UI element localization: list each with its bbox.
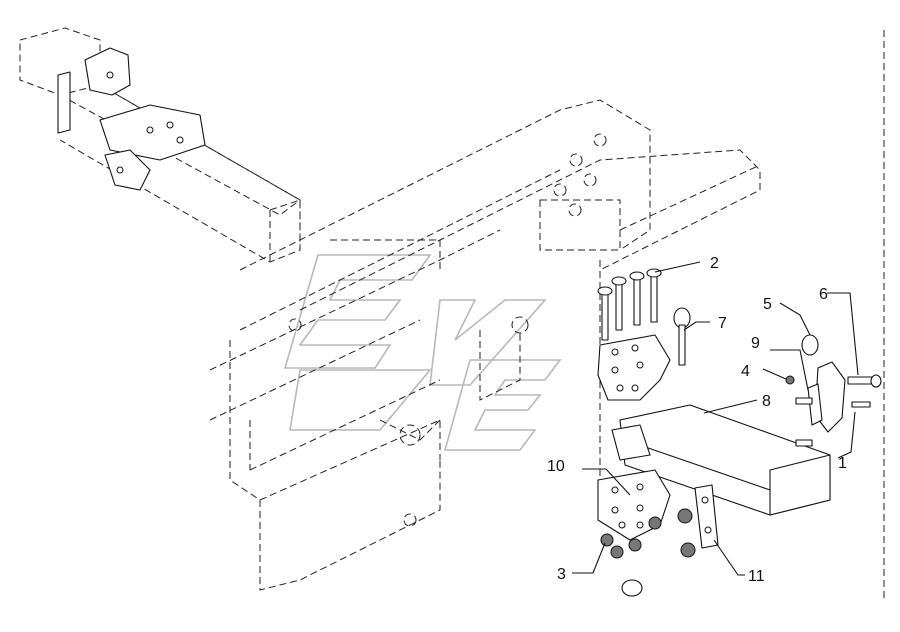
hitch-coupler-parts xyxy=(785,334,882,447)
part-7-pin xyxy=(673,307,691,366)
part-10-lower-plate xyxy=(597,469,671,541)
callout-3: 3 xyxy=(557,566,566,583)
callout-1: 1 xyxy=(838,455,847,472)
callout-9: 9 xyxy=(751,335,760,352)
callout-2: 2 xyxy=(710,255,719,272)
hitch-mount-reference xyxy=(57,47,206,191)
upper-bracket-plate xyxy=(597,334,671,401)
callout-6: 6 xyxy=(819,286,828,303)
callout-8: 8 xyxy=(762,393,771,410)
callout-7: 7 xyxy=(718,315,727,332)
callout-leaders xyxy=(572,261,859,576)
callout-5: 5 xyxy=(763,296,772,313)
callout-4: 4 xyxy=(741,363,750,380)
part-8-drawbar-tube xyxy=(611,404,831,516)
callout-11: 11 xyxy=(748,568,765,585)
part-2-bolts xyxy=(597,268,662,341)
callout-10: 10 xyxy=(547,458,565,475)
watermark-logo xyxy=(283,254,562,451)
part-11-strap xyxy=(677,484,719,558)
part-3-nuts xyxy=(600,516,662,597)
callout-labels: 1 2 3 4 5 6 7 8 9 10 11 xyxy=(547,255,847,585)
